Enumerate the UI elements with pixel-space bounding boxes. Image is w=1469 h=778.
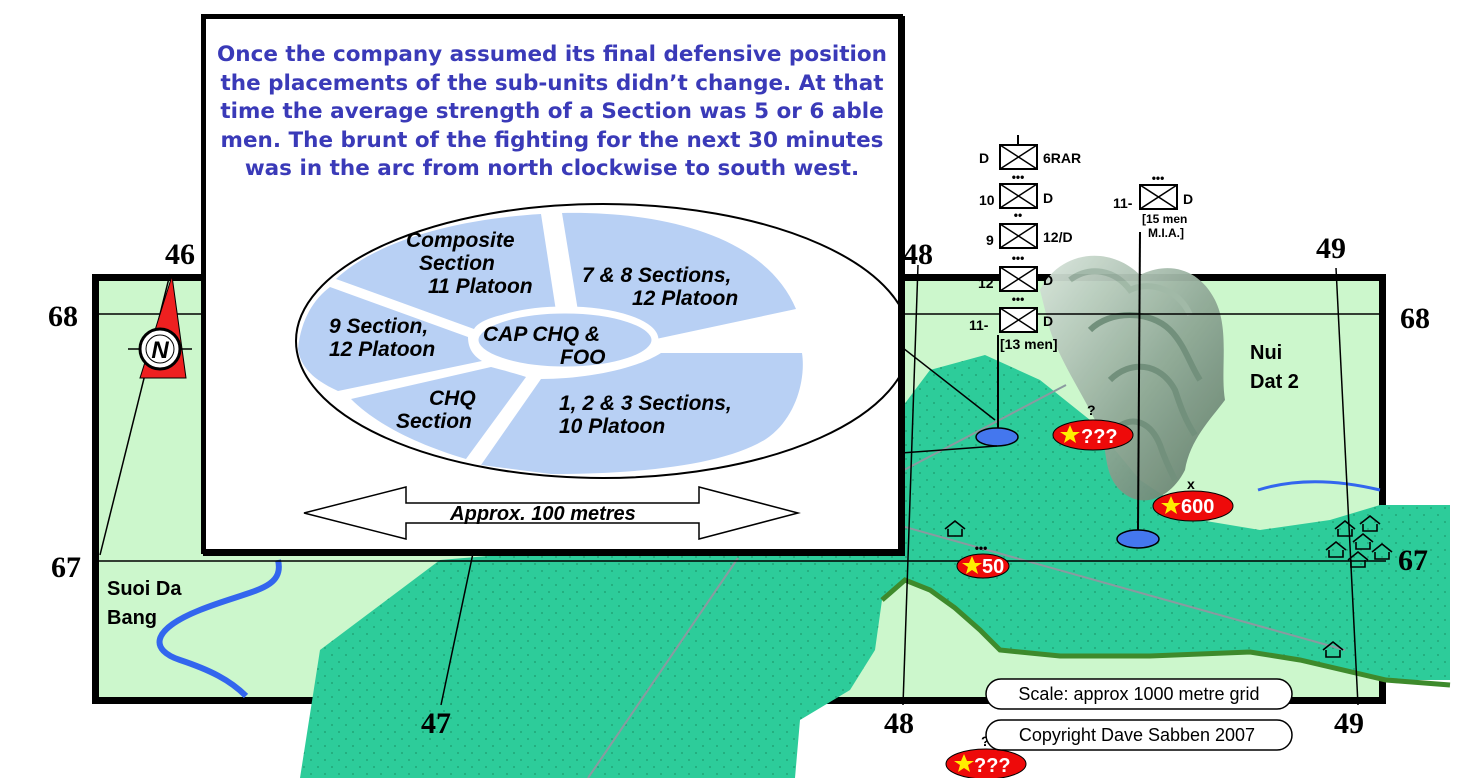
hut-icon	[1325, 540, 1347, 558]
grid-northing-68-right: 68	[1400, 302, 1430, 335]
hut-icon	[1322, 640, 1344, 658]
svg-text:D: D	[1043, 272, 1053, 288]
svg-text:x: x	[1187, 476, 1195, 492]
tracks	[587, 384, 1346, 778]
svg-text:50: 50	[982, 556, 1004, 578]
enemy-marker-unknown-south: ? ???	[945, 733, 1027, 778]
jungle-area	[300, 355, 1451, 778]
place-nui-dat-2: Nui Dat 2	[1250, 342, 1299, 393]
svg-text:D: D	[1183, 191, 1193, 207]
village-huts	[944, 514, 1393, 658]
label-7-8-sections: 7 & 8 Sections, 12 Platoon	[582, 264, 738, 310]
grid-easting-48-top: 48	[903, 238, 933, 271]
svg-text:Scale: approx 1000 metre grid: Scale: approx 1000 metre grid	[1018, 684, 1259, 704]
unit-symbol-d-6rar: D 6RAR •••	[979, 144, 1081, 184]
river	[156, 559, 282, 699]
star-icon	[1060, 425, 1080, 443]
svg-text:12: 12	[978, 275, 994, 291]
sector-7-8	[562, 212, 796, 339]
inset-text-line: men. The brunt of the fighting for the n…	[220, 127, 884, 153]
svg-text:D: D	[1043, 190, 1053, 206]
unit-symbol-10-platoon: 10 D ••	[979, 183, 1053, 222]
unit-column: D 6RAR ••• 10 D •• 9 12/D ••• 12 D •••	[969, 135, 1081, 436]
star-icon	[954, 754, 974, 772]
enemy-marker-50: ••• 50	[956, 541, 1010, 579]
grid-easting-49-top: 49	[1316, 232, 1346, 265]
hut-icon	[1352, 532, 1374, 550]
inset-text-line: the placements of the sub-units didn’t c…	[220, 70, 884, 96]
grid-northing-68-left: 68	[48, 300, 78, 333]
hut-icon	[1334, 519, 1356, 537]
inset-text-line: was in the arc from north clockwise to s…	[244, 156, 860, 181]
defensive-position-diagram: Composite Section 11 Platoon 7 & 8 Secti…	[295, 203, 898, 540]
unit-symbol-mia: ••• 11- D [15 men M.I.A.]	[1113, 171, 1193, 531]
scale-arrow: Approx. 100 metres	[303, 486, 801, 540]
svg-text:•••: •••	[1012, 292, 1025, 306]
svg-text:•••: •••	[975, 541, 988, 555]
svg-text:???: ???	[1081, 426, 1118, 448]
grid-northing-67-left: 67	[51, 551, 81, 584]
compass-rose: N	[128, 275, 192, 379]
svg-text:[15 men M.I.A.]: [15 men M.I.A.]	[1142, 212, 1191, 240]
unit-symbol-9-section: 9 12/D •••	[986, 223, 1073, 265]
svg-text:••: ••	[1014, 208, 1022, 222]
label-1-2-3-sections: 1, 2 & 3 Sections, 10 Platoon	[559, 392, 738, 438]
svg-text:•••: •••	[1012, 170, 1025, 184]
nui-dat-hill	[1040, 255, 1225, 501]
svg-text:D: D	[1043, 313, 1053, 329]
svg-text:D: D	[979, 150, 989, 166]
sector-composite	[336, 214, 556, 329]
star-icon	[1161, 496, 1181, 514]
label-9-section: 9 Section, 12 Platoon	[329, 315, 435, 361]
svg-text:???: ???	[974, 755, 1011, 777]
enemy-marker-600: x 600	[1152, 476, 1234, 522]
star-icon	[962, 556, 982, 574]
svg-text:6RAR: 6RAR	[1043, 150, 1081, 166]
inset-panel: Once the company assumed its final defen…	[201, 14, 903, 554]
svg-text:•••: •••	[1012, 251, 1025, 265]
svg-text:12/D: 12/D	[1043, 229, 1073, 245]
svg-text:[13 men]: [13 men]	[1000, 336, 1058, 352]
hut-icon	[1371, 542, 1393, 560]
hut-icon	[1347, 550, 1369, 568]
stream	[1257, 480, 1381, 492]
compass-north-label: N	[151, 337, 169, 364]
label-chq-section: CHQ Section	[396, 387, 482, 433]
svg-text:9: 9	[986, 232, 994, 248]
scale-arrow-label: Approx. 100 metres	[449, 503, 636, 525]
label-cap-chq-foo: CAP CHQ & FOO	[483, 323, 606, 369]
svg-text:?: ?	[1087, 402, 1096, 418]
svg-text:10: 10	[979, 192, 995, 208]
hut-icon	[1359, 514, 1381, 532]
enemy-marker-unknown-north: ? ???	[1052, 402, 1134, 451]
sector-1-2-3	[481, 353, 803, 474]
scale-note: Scale: approx 1000 metre grid	[985, 678, 1293, 710]
copyright-note: Copyright Dave Sabben 2007	[985, 719, 1293, 751]
inset-description: Once the company assumed its final defen…	[216, 41, 888, 184]
svg-text:?: ?	[981, 733, 990, 749]
place-suoi-da-bang: Suoi Da Bang	[107, 578, 187, 629]
svg-text:11-: 11-	[969, 317, 989, 333]
grid-easting-46: 46	[165, 238, 195, 271]
inset-text-line: Once the company assumed its final defen…	[217, 42, 887, 67]
svg-text:•••: •••	[1152, 171, 1165, 185]
company-position-marker	[975, 427, 1019, 447]
grid-easting-48-bottom: 48	[884, 707, 914, 740]
grid-easting-49-bottom: 49	[1334, 707, 1364, 740]
label-composite-section: Composite Section 11 Platoon	[406, 229, 533, 298]
grid-easting-47: 47	[421, 707, 451, 740]
sector-9	[298, 287, 482, 391]
svg-text:600: 600	[1181, 496, 1214, 518]
svg-text:11-: 11-	[1113, 195, 1133, 211]
unit-symbol-12-platoon: 12 D •••	[978, 266, 1053, 306]
unit-symbol-11-platoon: 11- D [13 men]	[969, 307, 1058, 352]
sector-chq	[351, 367, 526, 459]
mia-position-marker	[1116, 529, 1160, 549]
hut-icon	[944, 519, 966, 537]
inset-text-line: time the average strength of a Section w…	[220, 99, 884, 124]
grid-northing-67-right: 67	[1398, 544, 1428, 577]
svg-text:Copyright Dave Sabben 2007: Copyright Dave Sabben 2007	[1019, 725, 1255, 745]
